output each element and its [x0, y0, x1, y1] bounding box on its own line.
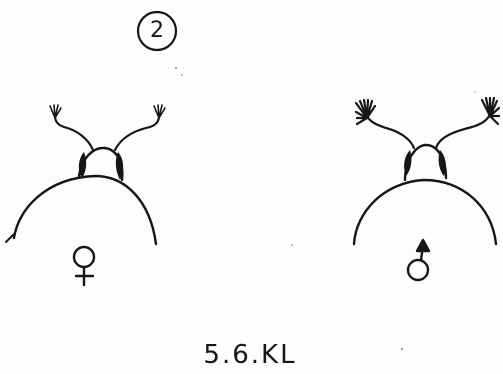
male-specimen — [352, 96, 501, 282]
paper-specks — [174, 66, 476, 351]
female-left-antenna-tip — [49, 104, 62, 119]
figure-caption: 5.6.KL — [203, 340, 297, 370]
male-left-antenna — [365, 114, 416, 150]
female-left-antenna — [53, 114, 95, 152]
figure-number: 2 — [150, 18, 164, 43]
female-symbol-icon — [72, 245, 96, 287]
figure-number-circle — [136, 10, 178, 52]
male-right-antenna — [434, 112, 492, 150]
female-right-antenna — [113, 114, 161, 152]
female-body-notch — [5, 233, 15, 243]
male-right-antenna-tip — [480, 96, 501, 126]
female-right-antenna-tip — [153, 104, 166, 119]
male-symbol-icon — [406, 238, 431, 282]
male-body-outline — [352, 178, 498, 246]
male-left-antenna-tip — [354, 98, 377, 126]
male-left-eye — [404, 150, 412, 176]
female-right-eye — [115, 152, 124, 180]
female-left-eye — [78, 152, 87, 178]
male-right-eye — [438, 150, 446, 176]
female-specimen — [5, 104, 166, 287]
female-body-outline — [12, 174, 158, 246]
